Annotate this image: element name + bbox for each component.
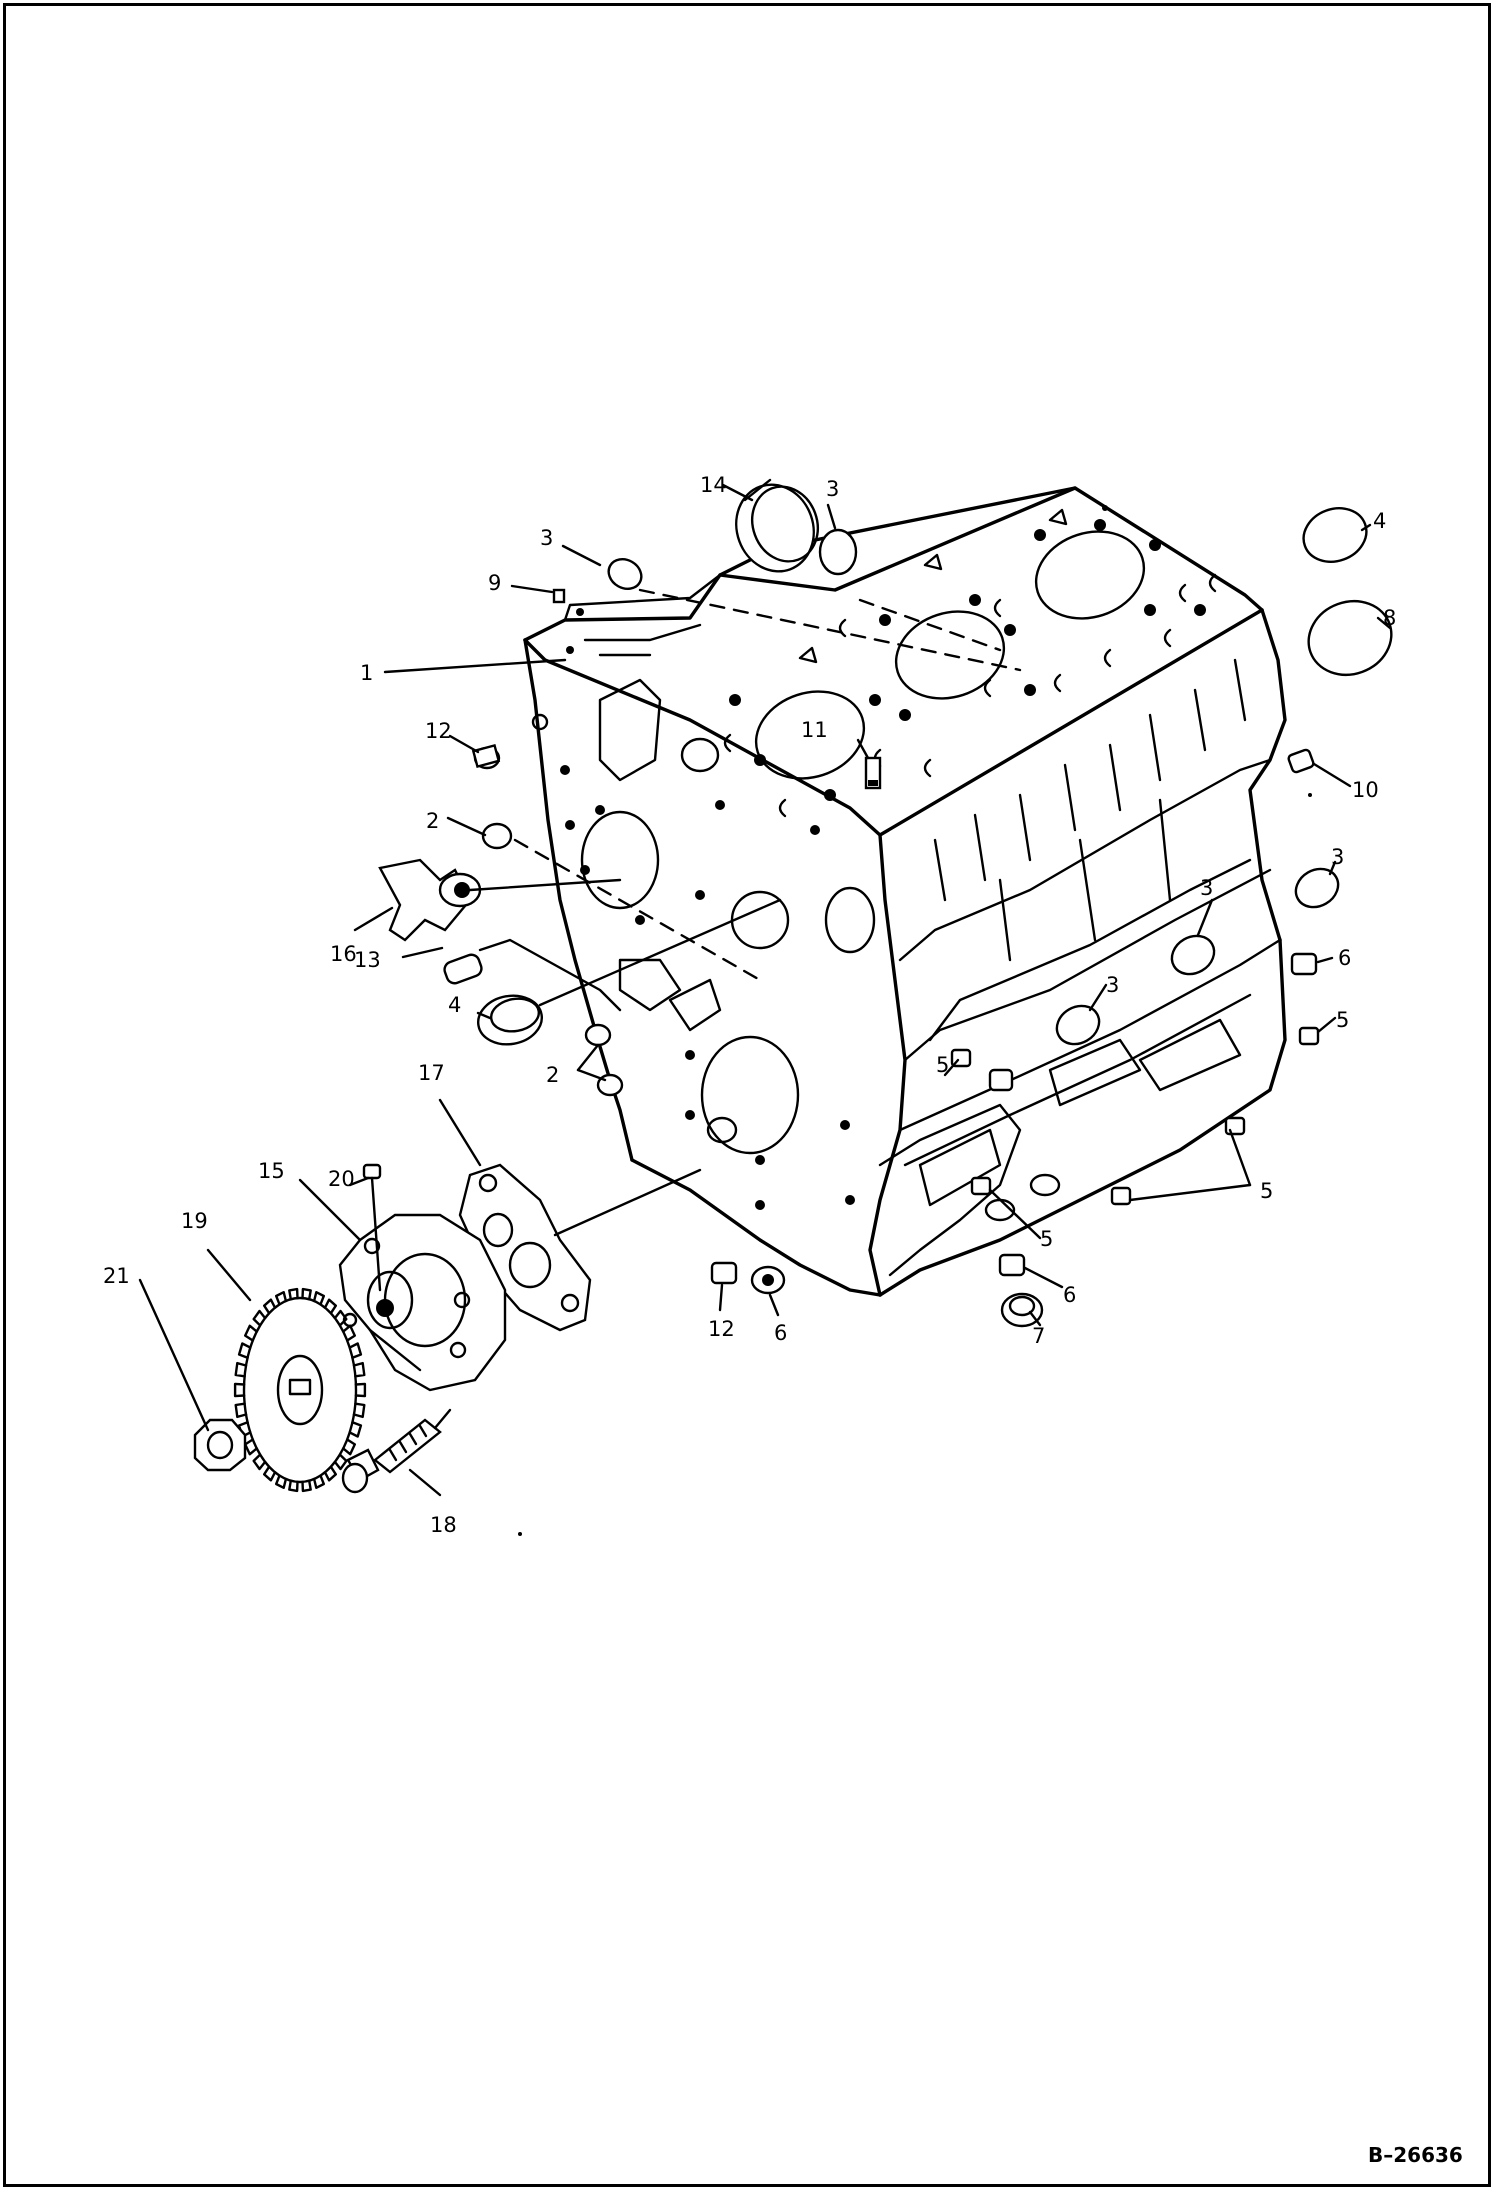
part-12-plug-lower	[710, 1261, 738, 1285]
key-leader	[370, 1176, 382, 1292]
callout-5: 5	[1336, 1008, 1349, 1032]
callout-3: 3	[540, 526, 553, 550]
leader-lines	[138, 483, 1392, 1497]
part-16-fitting	[378, 858, 622, 942]
callout-10: 10	[1352, 778, 1379, 802]
callout-8: 8	[1383, 606, 1396, 630]
part-5-plug-right	[1298, 1026, 1320, 1046]
part-9-pin	[552, 588, 566, 604]
part-2-pin-lower-a	[584, 1023, 612, 1047]
callout-21: 21	[103, 1264, 130, 1288]
head-bolt-holes	[729, 519, 1206, 801]
part-4-seal-left	[477, 898, 782, 1046]
callout-3: 3	[1106, 973, 1119, 997]
callout-12: 12	[708, 1317, 735, 1341]
assembly-dashed-lines	[513, 588, 1022, 982]
callout-18: 18	[430, 1513, 457, 1537]
callout-5: 5	[936, 1053, 949, 1077]
callout-1: 1	[360, 661, 373, 685]
callout-4: 4	[448, 993, 461, 1017]
part-19-gear	[233, 1287, 367, 1493]
part-18-bolt	[341, 1408, 452, 1494]
part-6-plug-upper	[1290, 952, 1318, 976]
callout-3: 3	[826, 477, 839, 501]
part-15-oil-pump	[338, 1213, 507, 1392]
callout-11: 11	[801, 718, 828, 742]
callout-6: 6	[774, 1321, 787, 1345]
part-10-plug	[1287, 748, 1315, 774]
part-11-dowel	[864, 756, 882, 790]
callout-2: 2	[426, 809, 439, 833]
callout-2: 2	[546, 1063, 559, 1087]
callout-20: 20	[328, 1167, 355, 1191]
document-id: B–26636	[1368, 2143, 1463, 2167]
part-21-nut	[193, 1418, 247, 1472]
callout-6: 6	[1063, 1283, 1076, 1307]
callout-3: 3	[1200, 876, 1213, 900]
callout-16: 16	[330, 942, 357, 966]
part-6-plug-lower	[998, 1253, 1026, 1277]
cylinder-block	[523, 486, 1287, 1297]
callout-17: 17	[418, 1061, 445, 1085]
part-14-plug	[735, 478, 819, 573]
part-12-plug-upper	[471, 743, 501, 770]
part-5-plug-lower-b	[1110, 1186, 1132, 1206]
part-3-plug-top	[818, 528, 858, 576]
page-border	[3, 3, 1491, 2187]
part-6-plug-bottom	[750, 1265, 786, 1295]
callout-6: 6	[1338, 946, 1351, 970]
part-2-pin-upper	[481, 822, 513, 850]
part-3-plug-side-c	[1055, 1004, 1101, 1046]
callout-14: 14	[700, 473, 727, 497]
callout-15: 15	[258, 1159, 285, 1183]
callout-4: 4	[1373, 509, 1386, 533]
part-3-plug-left	[607, 557, 643, 591]
callout-12: 12	[425, 719, 452, 743]
part-3-plug-side-b	[1170, 934, 1216, 976]
callout-19: 19	[181, 1209, 208, 1233]
part-5-plug-lower-c	[970, 1176, 992, 1196]
part-20-key	[362, 1163, 382, 1180]
callout-13: 13	[354, 948, 381, 972]
callout-9: 9	[488, 571, 501, 595]
callout-7: 7	[1032, 1324, 1045, 1348]
part-8-plug	[1307, 600, 1393, 676]
part-5-plug-lower-a	[1224, 1116, 1246, 1136]
part-7-plug	[1000, 1292, 1044, 1328]
block-side-ribs	[933, 658, 1247, 962]
callout-5: 5	[1040, 1227, 1053, 1251]
part-3-plug-side-a	[1294, 867, 1340, 909]
callout-5: 5	[1260, 1179, 1273, 1203]
part-13-dowel	[443, 938, 622, 1012]
part-4-plug	[1302, 507, 1368, 563]
callout-3: 3	[1331, 845, 1344, 869]
part-5-plug-front-b	[988, 1068, 1014, 1092]
